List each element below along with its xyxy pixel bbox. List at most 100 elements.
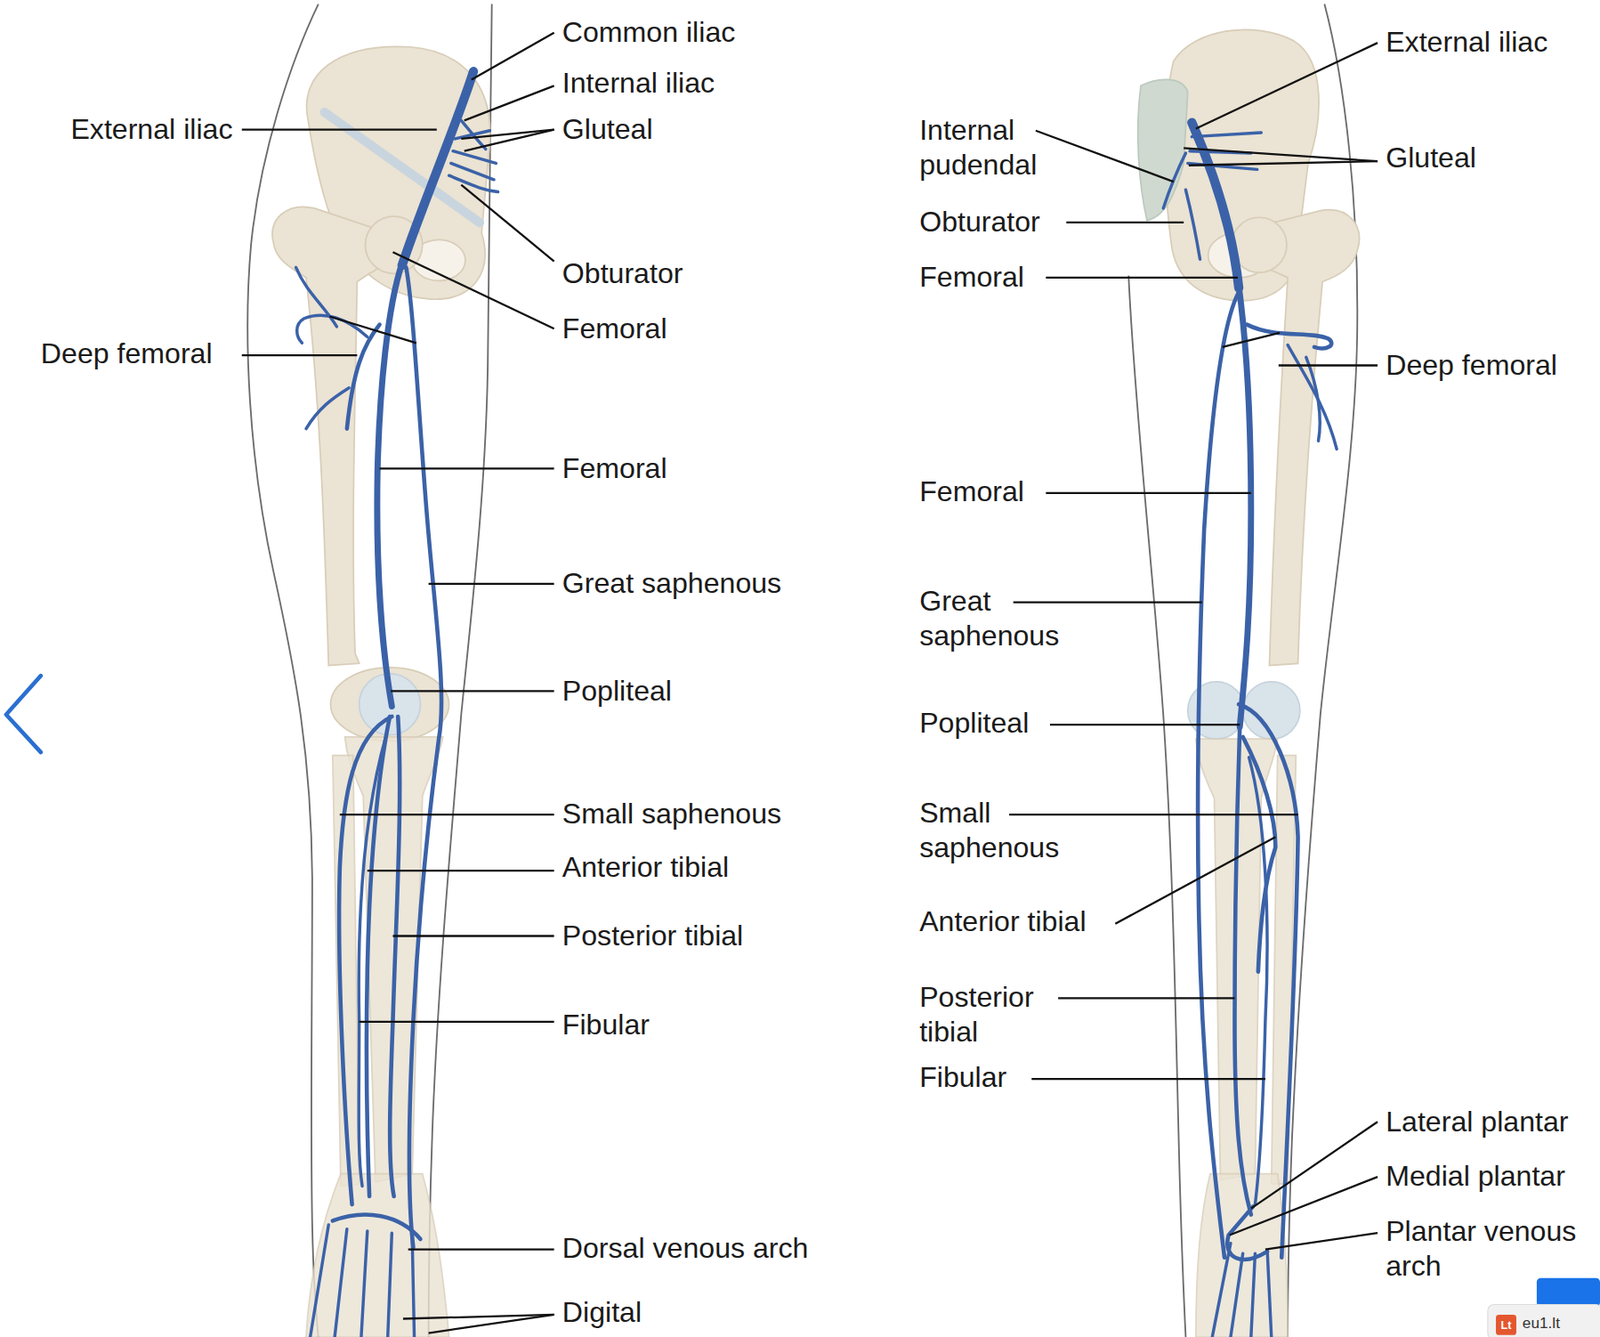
leader-line bbox=[428, 582, 555, 585]
anatomy-label: Obturator bbox=[562, 256, 684, 291]
anterior-tibial-vein bbox=[1243, 736, 1277, 972]
anatomy-label: Anterior tibial bbox=[562, 849, 729, 885]
leader-line bbox=[1035, 130, 1174, 182]
anatomy-label: Femoral bbox=[562, 451, 668, 486]
anatomy-label: Posterior tibial bbox=[919, 979, 1073, 1050]
leader-line bbox=[329, 315, 416, 343]
vein bbox=[296, 71, 499, 1337]
leader-line bbox=[428, 1314, 555, 1334]
anatomy-label: Great saphenous bbox=[562, 565, 782, 601]
obturator-vein bbox=[449, 175, 499, 192]
anatomy-label: Femoral bbox=[919, 474, 1025, 510]
foot-bones bbox=[306, 1173, 450, 1337]
anatomy-label: Great saphenous bbox=[919, 583, 1073, 654]
femoral-vein bbox=[1238, 285, 1252, 727]
posterior-tibial-vein bbox=[389, 716, 400, 1196]
leader-line bbox=[1045, 492, 1251, 494]
leader-line bbox=[392, 934, 554, 937]
anatomy-label: Fibular bbox=[562, 1007, 650, 1043]
leader-line bbox=[1115, 836, 1276, 923]
leader-line bbox=[242, 354, 358, 356]
anatomy-label: Internal pudendal bbox=[919, 113, 1063, 183]
leader-line bbox=[460, 129, 554, 139]
anatomy-label: Obturator bbox=[919, 204, 1041, 240]
leader-line bbox=[1183, 147, 1378, 162]
leader-line bbox=[359, 1020, 555, 1023]
leader-line bbox=[1045, 276, 1238, 279]
leader-line bbox=[1265, 1232, 1378, 1249]
anatomy-label: External iliac bbox=[28, 112, 233, 147]
digital-vein bbox=[310, 1224, 415, 1337]
leader-line bbox=[392, 251, 554, 329]
vein bbox=[1163, 122, 1337, 1337]
anatomy-label: External iliac bbox=[1385, 25, 1548, 61]
femur bbox=[1257, 210, 1360, 666]
leader-line bbox=[339, 813, 555, 816]
leader-line bbox=[408, 1247, 555, 1250]
great-saphenous-vein bbox=[1197, 291, 1239, 1258]
leader-line bbox=[367, 869, 555, 872]
skin-outline bbox=[1128, 4, 1358, 1337]
leader-line bbox=[379, 467, 555, 469]
skin-outline bbox=[247, 4, 319, 1337]
anatomy-label: Dorsal venous arch bbox=[562, 1230, 809, 1266]
internal-pudendal-vein bbox=[1163, 153, 1186, 209]
posterior-tibial-vein bbox=[1234, 726, 1251, 1214]
anatomy-label: Popliteal bbox=[919, 706, 1029, 742]
deep-femoral-branch bbox=[1306, 356, 1320, 441]
watermark-pill bbox=[1487, 1303, 1600, 1337]
back-chevron bbox=[6, 675, 41, 752]
anatomy-label: Deep femoral bbox=[40, 336, 213, 372]
anatomy-label: Gluteal bbox=[1385, 140, 1477, 176]
leader-line bbox=[1031, 1077, 1266, 1080]
leader-line bbox=[1195, 42, 1378, 129]
anterior-tibial-vein bbox=[366, 716, 390, 1196]
femoral-vein bbox=[377, 263, 403, 707]
leader-line bbox=[460, 185, 554, 262]
anatomy-label: Deep femoral bbox=[1385, 347, 1558, 383]
leader-line bbox=[1013, 600, 1203, 603]
anatomy-label: Femoral bbox=[919, 259, 1025, 295]
leader-line bbox=[1009, 813, 1299, 816]
anatomy-label: Posterior tibial bbox=[562, 918, 744, 954]
leader-line bbox=[1229, 1176, 1378, 1235]
skin-outline bbox=[247, 4, 492, 1337]
leader-line bbox=[1050, 723, 1240, 726]
anatomy-label: Small saphenous bbox=[562, 797, 782, 833]
fibular-vein bbox=[1249, 757, 1268, 1205]
leader-line bbox=[1188, 161, 1378, 166]
deep-femoral-vein bbox=[347, 324, 380, 429]
plantar-digital-veins bbox=[1212, 1243, 1272, 1337]
anatomy-label: Fibular bbox=[919, 1059, 1007, 1095]
anatomy-label: Internal iliac bbox=[562, 66, 715, 102]
leader-line bbox=[464, 129, 555, 152]
leader-line bbox=[1251, 1121, 1378, 1208]
anatomy-label: Popliteal bbox=[562, 673, 672, 709]
leader-line bbox=[471, 32, 555, 81]
leader-line bbox=[1278, 363, 1378, 366]
sacrum bbox=[1138, 79, 1188, 220]
button-corner bbox=[1536, 1277, 1600, 1307]
anatomy-label: Anterior tibial bbox=[919, 904, 1086, 939]
anatomy-label: Femoral bbox=[562, 311, 668, 347]
femur bbox=[272, 206, 385, 665]
small-saphenous-vein bbox=[1238, 703, 1299, 1258]
anatomy-label: Digital bbox=[562, 1294, 642, 1330]
leader-line bbox=[1222, 332, 1280, 348]
anatomy-label: Lateral plantar bbox=[1385, 1104, 1568, 1140]
leader-line bbox=[242, 128, 437, 130]
leader-line bbox=[1058, 996, 1235, 999]
small-saphenous-vein bbox=[339, 716, 392, 1205]
fibular-vein bbox=[358, 736, 386, 1187]
leader-line bbox=[1066, 221, 1184, 224]
anatomy-label: Small saphenous bbox=[919, 795, 1073, 865]
anatomy-label: Plantar venous arch bbox=[1385, 1214, 1596, 1285]
anatomy-label: Common iliac bbox=[562, 15, 736, 50]
femoral-condyle bbox=[1187, 681, 1245, 739]
great-saphenous-vein bbox=[405, 266, 442, 1247]
foot-bones bbox=[1195, 1173, 1288, 1337]
obturator-vein bbox=[1185, 189, 1200, 259]
deep-femoral-branch bbox=[1287, 345, 1337, 450]
